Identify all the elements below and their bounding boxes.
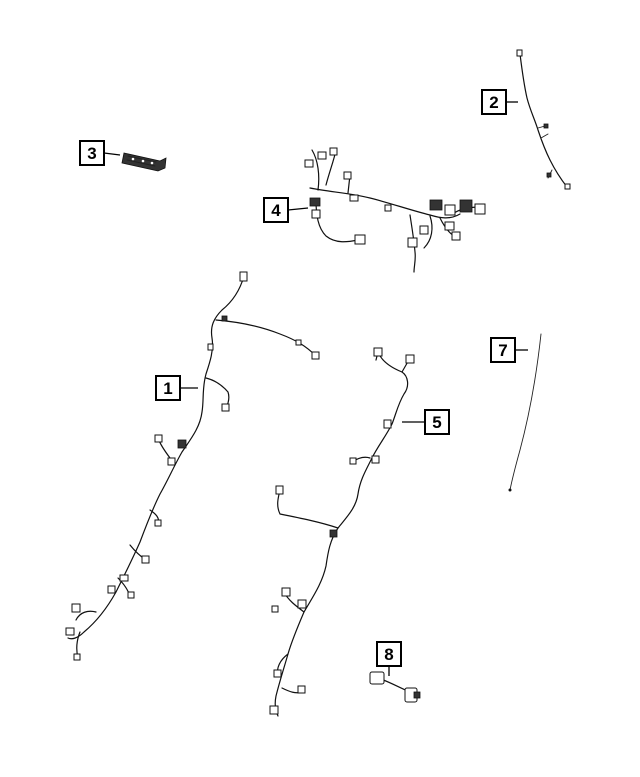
callout-4: 4	[263, 197, 289, 223]
part-5-harness[interactable]	[269, 347, 415, 717]
part-8-jumper[interactable]	[369, 671, 421, 703]
callout-2: 2	[481, 89, 507, 115]
callout-1: 1	[155, 375, 181, 401]
callout-7: 7	[490, 337, 516, 363]
callout-5: 5	[424, 409, 450, 435]
callout-3: 3	[79, 140, 105, 166]
part-1-harness[interactable]	[65, 271, 320, 661]
part-3-module[interactable]	[121, 152, 167, 172]
part-4-harness[interactable]	[304, 147, 486, 273]
part-7-cable[interactable]	[508, 333, 542, 492]
leader-4	[287, 207, 309, 211]
callout-8: 8	[376, 641, 402, 667]
leader-3	[103, 152, 121, 156]
part-2-harness[interactable]	[516, 49, 571, 190]
